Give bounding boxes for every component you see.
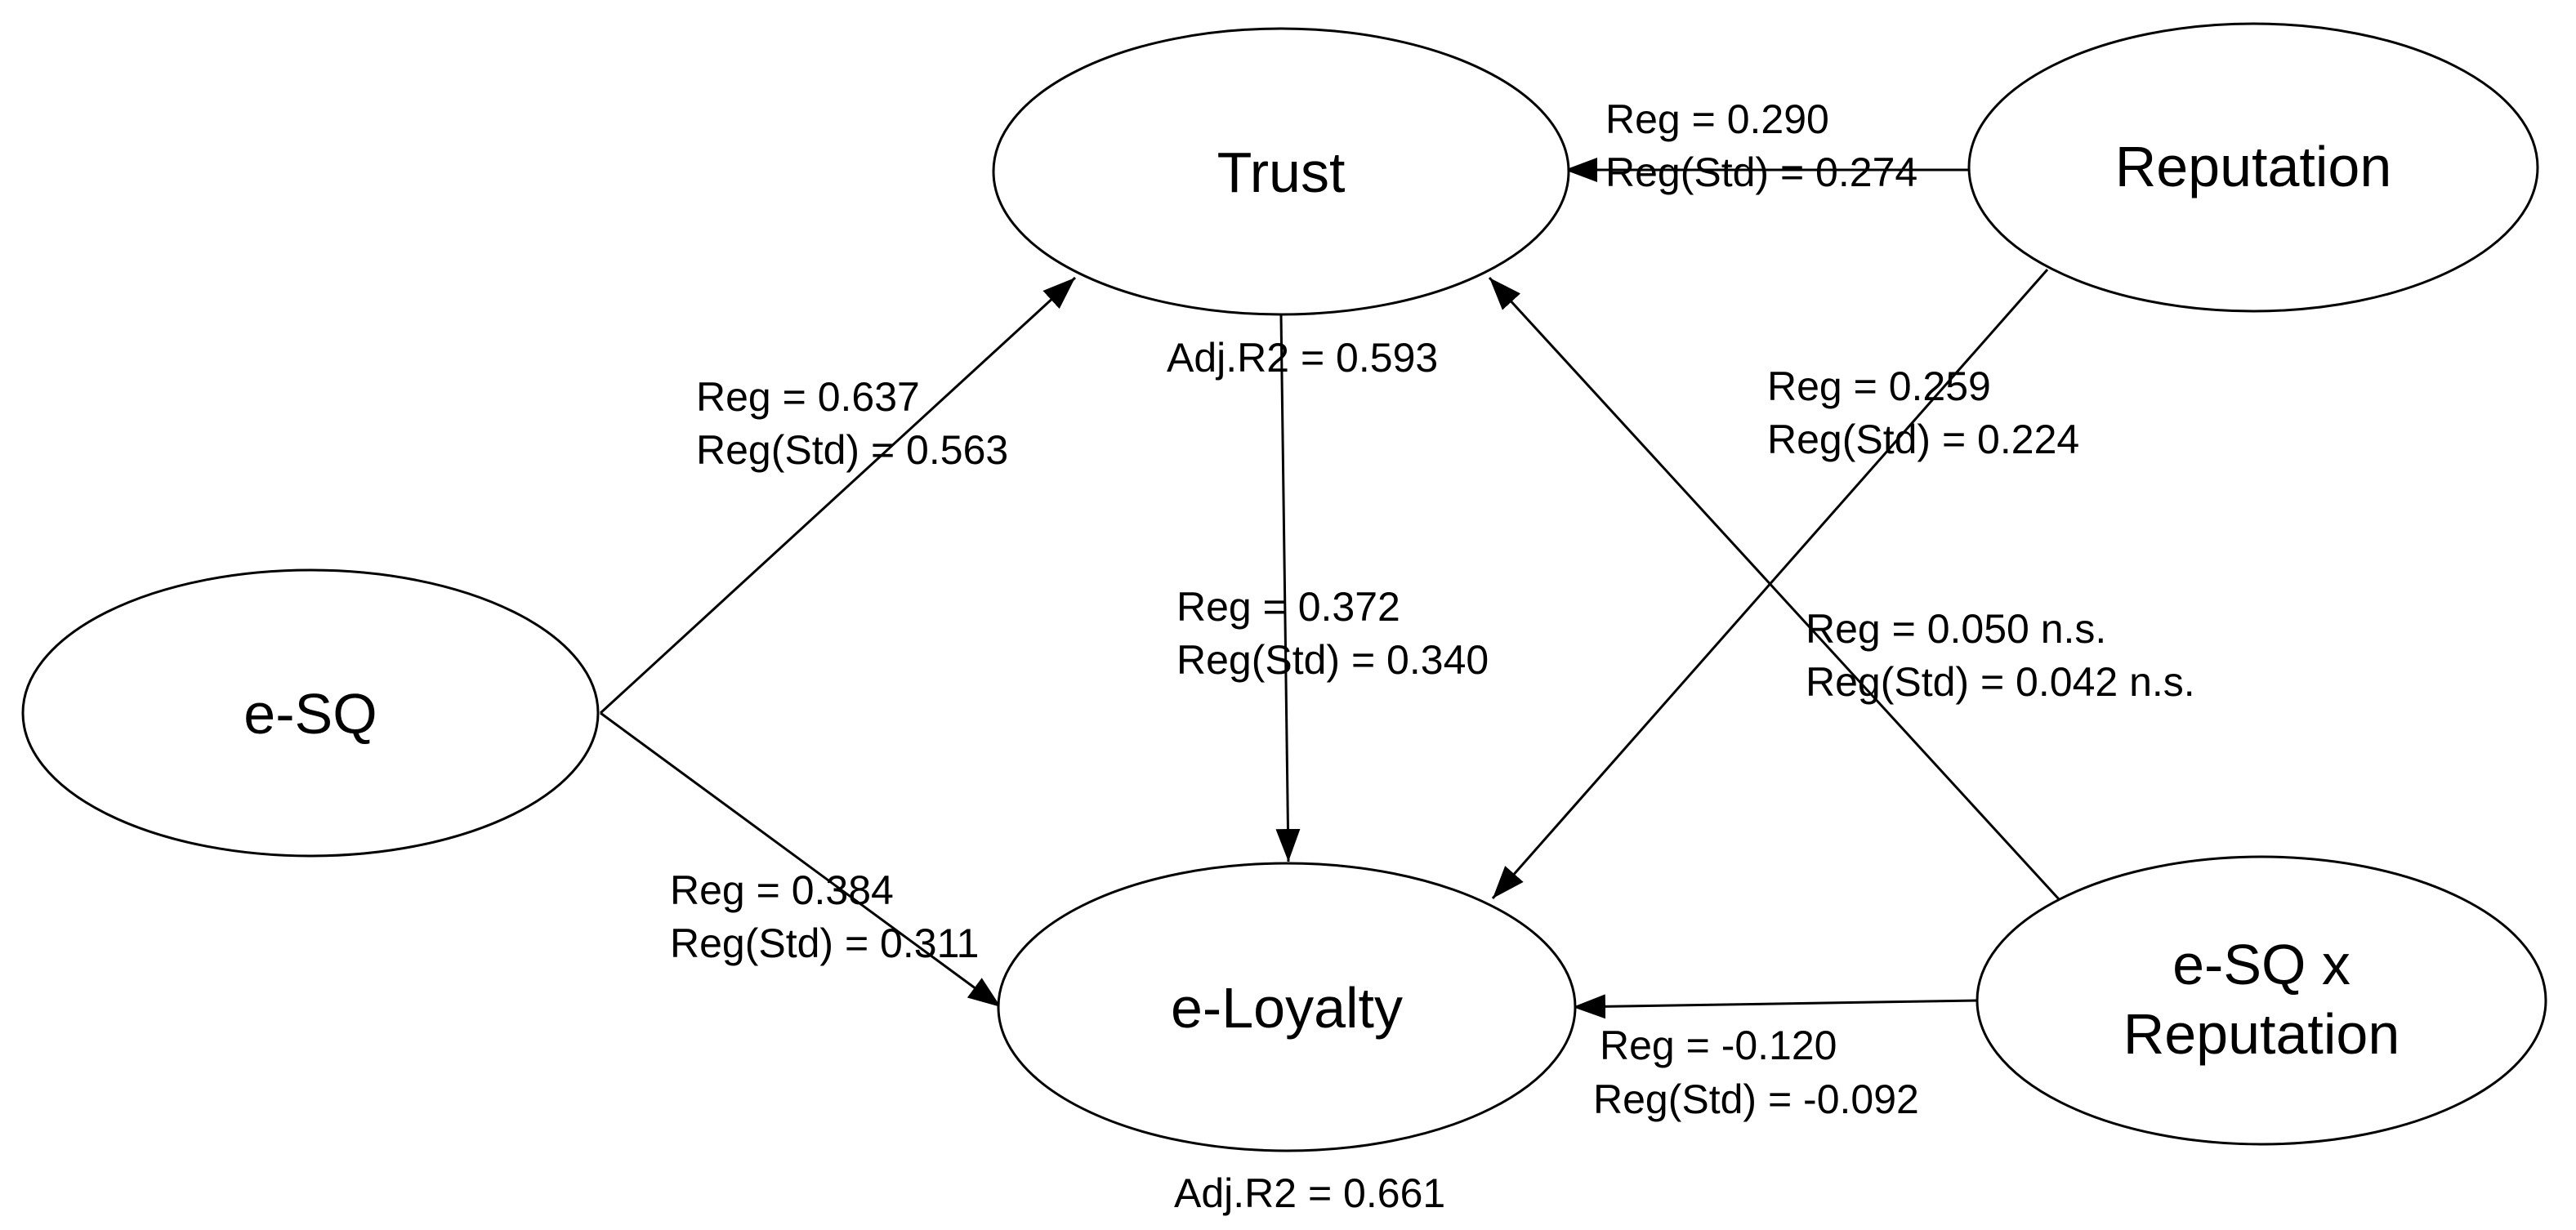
label-reg: Reg = 0.290 [1605,96,1829,142]
label-interaction-to-trust: Reg = 0.050 n.s. Reg(Std) = 0.042 n.s. [1806,606,2195,705]
node-esq-label: e-SQ [243,682,377,746]
label-reg-std: Reg(Std) = 0.042 n.s. [1806,659,2195,705]
label-reg-std: Reg(Std) = 0.563 [696,427,1008,473]
label-reg: Reg = 0.372 [1176,584,1400,630]
node-eloyalty: e-Loyalty [997,862,1577,1152]
label-reputation-to-eloyalty: Reg = 0.259 Reg(Std) = 0.224 [1767,363,2079,462]
label-reg-std: Reg(Std) = -0.092 [1593,1076,1919,1122]
edge-interaction-to-trust [1488,276,2061,902]
node-interaction: e-SQ x Reputation [1976,855,2547,1146]
node-reputation-label: Reputation [2115,135,2392,198]
label-reg: Reg = 0.259 [1767,363,1991,409]
label-reg-std: Reg(Std) = 0.311 [670,920,979,966]
node-esq: e-SQ [21,568,600,858]
label-reg-std: Reg(Std) = 0.224 [1767,417,2079,462]
node-eloyalty-label: e-Loyalty [1171,976,1403,1040]
label-esq-to-trust: Reg = 0.637 Reg(Std) = 0.563 [696,374,1008,473]
label-reg: Reg = -0.120 [1600,1023,1837,1068]
edge-esq-to-trust [599,276,1077,715]
label-esq-to-eloyalty: Reg = 0.384 Reg(Std) = 0.311 [670,867,979,966]
node-reputation: Reputation [1967,22,2539,313]
label-reputation-to-trust: Reg = 0.290 Reg(Std) = 0.274 [1605,96,1917,195]
node-trust-label: Trust [1217,140,1346,204]
node-interaction-label-line2: Reputation [2123,1002,2400,1066]
label-reg: Reg = 0.637 [696,374,920,420]
label-trust-to-eloyalty: Reg = 0.372 Reg(Std) = 0.340 [1176,584,1489,683]
label-reg: Reg = 0.050 n.s. [1806,606,2106,652]
trust-adj-r2: Adj.R2 = 0.593 [1167,335,1438,381]
edge-trust-to-eloyalty [1275,314,1301,862]
label-reg-std: Reg(Std) = 0.340 [1176,637,1489,683]
label-reg: Reg = 0.384 [670,867,894,913]
label-reg-std: Reg(Std) = 0.274 [1605,149,1917,195]
eloyalty-adj-r2: Adj.R2 = 0.661 [1174,1170,1445,1216]
label-interaction-to-eloyalty: Reg = -0.120 Reg(Std) = -0.092 [1593,1023,1919,1122]
node-interaction-label-line1: e-SQ x [2172,933,2351,996]
node-trust: Trust [992,27,1570,316]
edge-esq-to-eloyalty [600,711,1002,1009]
edge-interaction-to-eloyalty [1572,994,1978,1019]
